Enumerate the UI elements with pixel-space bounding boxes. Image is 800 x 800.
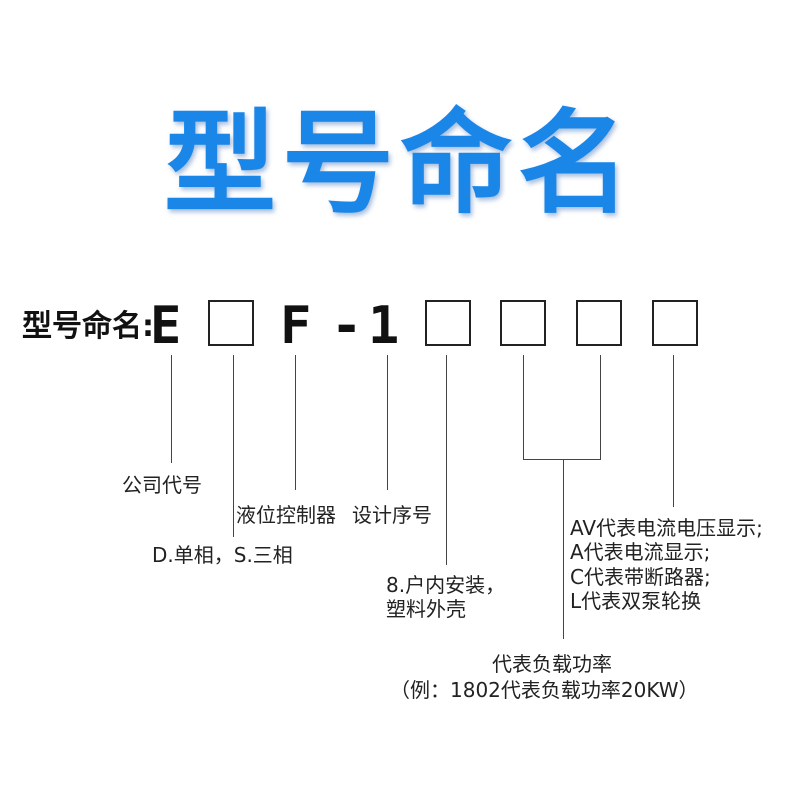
connector-line-controller	[295, 355, 296, 490]
display-slot-box	[652, 300, 698, 346]
desc-display-line-1: AV代表电流电压显示;	[570, 516, 763, 540]
power-slot-box-2	[576, 300, 622, 346]
desc-power-example: （例：1802代表负载功率20KW）	[390, 678, 699, 702]
code-char-f: F	[280, 296, 312, 356]
desc-company-code: 公司代号	[122, 473, 202, 497]
connector-line-company	[171, 355, 172, 463]
desc-controller: 液位控制器	[236, 503, 336, 527]
desc-display-line-2: A代表电流显示;	[570, 540, 711, 565]
desc-install: 8.户内安装， 塑料外壳	[386, 573, 505, 622]
code-char-one: 1	[368, 296, 400, 356]
desc-display-line-3: C代表带断路器;	[570, 564, 711, 589]
desc-install-line-2: 塑料外壳	[386, 597, 466, 622]
desc-power: 代表负载功率	[492, 652, 612, 676]
connector-line-design	[387, 355, 388, 490]
code-char-e: E	[150, 296, 182, 356]
power-slot-box-1	[500, 300, 546, 346]
connector-bracket-power	[523, 459, 601, 460]
connector-line-power	[563, 459, 564, 639]
connector-line-power-right	[600, 355, 601, 459]
desc-install-line-1: 8.户内安装，	[386, 573, 506, 597]
install-slot-box	[425, 300, 471, 346]
desc-display: AV代表电流电压显示; A代表电流显示; C代表带断路器; L代表双泵轮换	[570, 516, 763, 614]
naming-label: 型号命名:	[22, 309, 154, 344]
connector-line-phase	[233, 355, 234, 537]
desc-phase: D.单相，S.三相	[152, 543, 293, 567]
desc-design-seq: 设计序号	[352, 503, 432, 527]
connector-line-display	[673, 355, 674, 507]
desc-display-line-4: L代表双泵轮换	[570, 589, 702, 614]
phase-slot-box	[208, 300, 254, 346]
code-char-dash: -	[331, 296, 363, 356]
page-title: 型号命名	[164, 99, 636, 229]
connector-line-install	[446, 355, 447, 565]
connector-line-power-left	[523, 355, 524, 459]
